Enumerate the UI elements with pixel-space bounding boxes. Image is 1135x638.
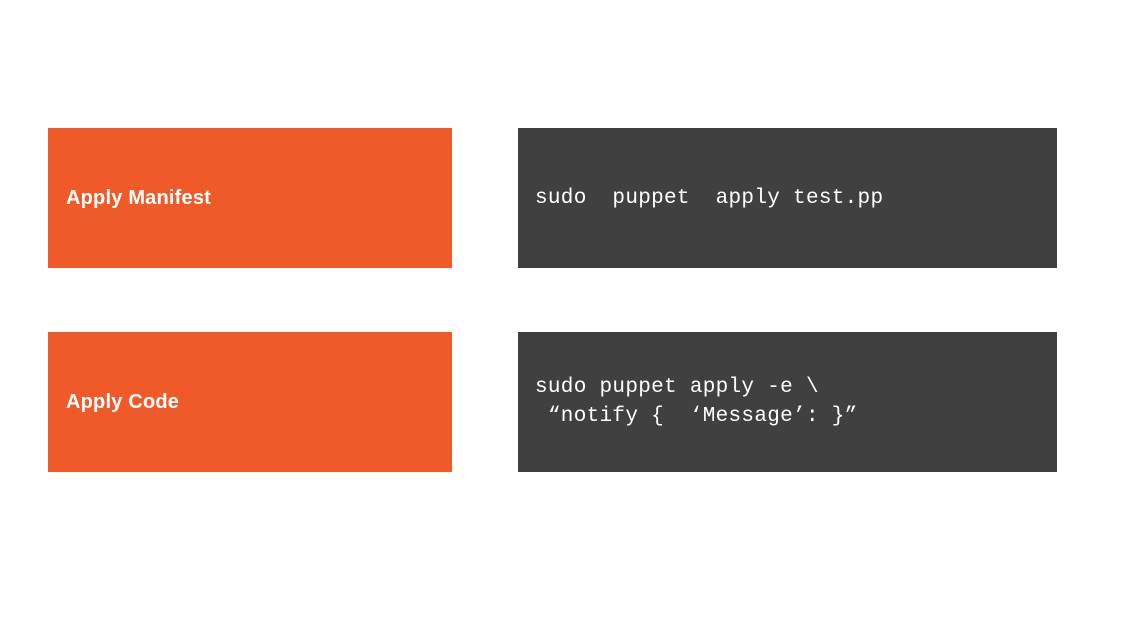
- code-line: sudo puppet apply test.pp: [535, 186, 884, 210]
- label-text-apply-code: Apply Code: [66, 391, 180, 413]
- code-block-apply-code: sudo puppet apply -e \ “notify { ‘Messag…: [518, 332, 1057, 472]
- label-block-apply-code: Apply Code: [48, 332, 452, 472]
- code-line: “notify { ‘Message’: }”: [535, 405, 858, 428]
- label-text-apply-manifest: Apply Manifest: [66, 187, 212, 209]
- faint-artifact: [1040, 500, 1074, 510]
- code-block-apply-manifest: sudo puppet apply test.pp: [518, 128, 1057, 268]
- code-line: sudo puppet apply -e \: [535, 376, 819, 399]
- label-block-apply-manifest: Apply Manifest: [48, 128, 452, 268]
